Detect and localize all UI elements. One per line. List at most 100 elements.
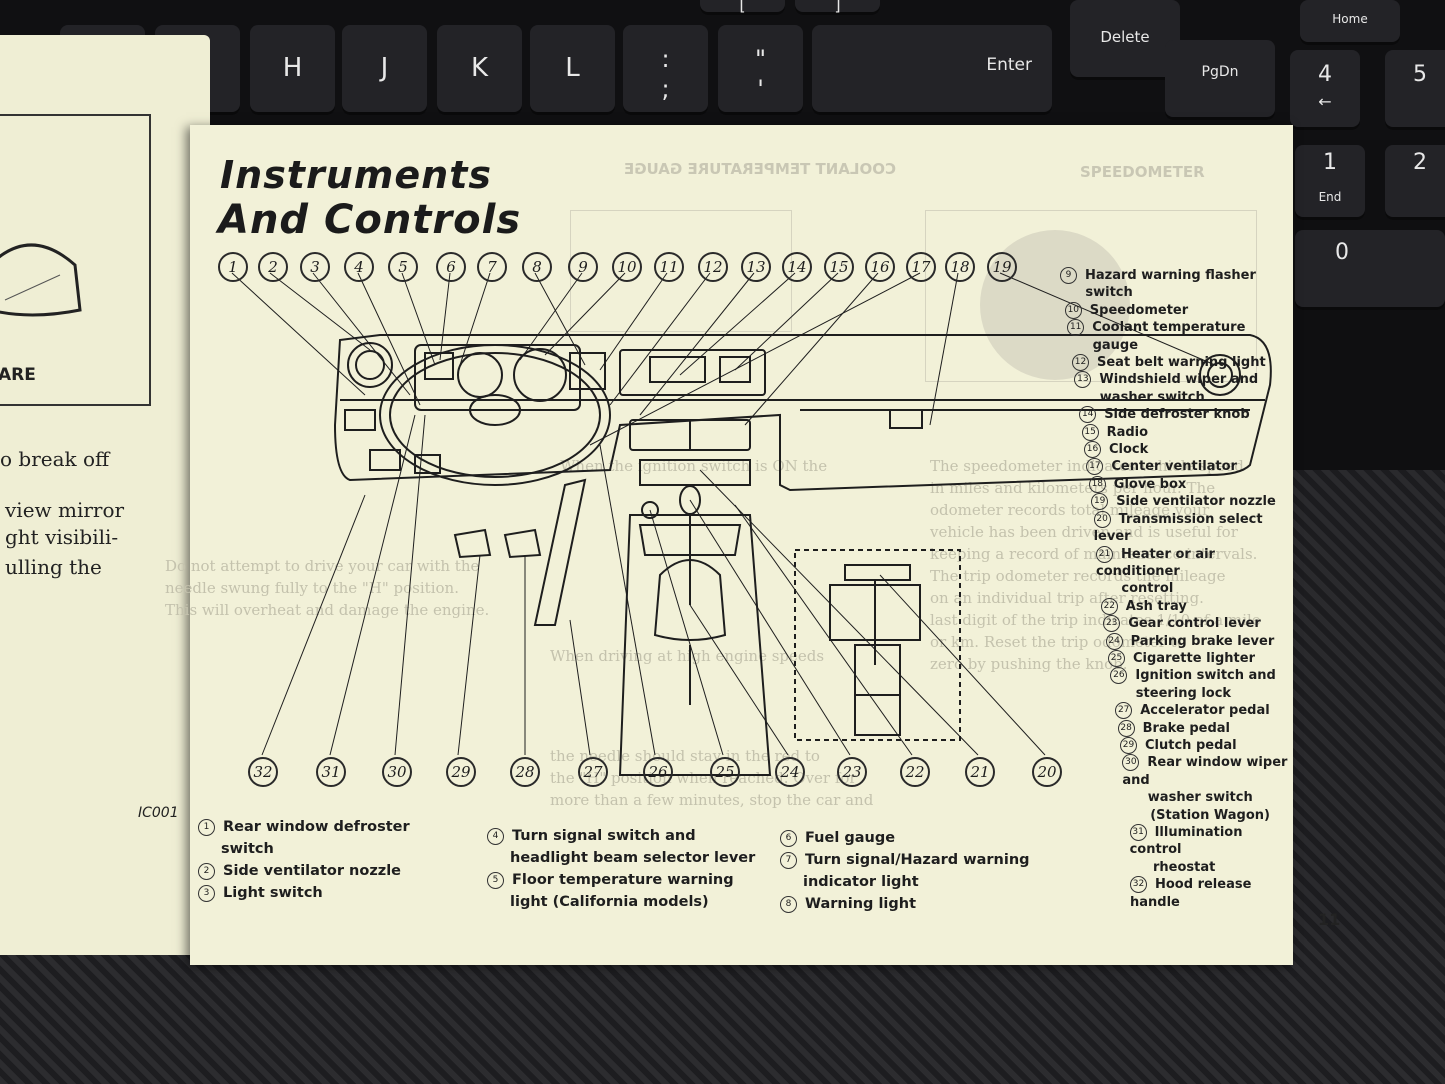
legend-item: indicator light (780, 873, 1030, 892)
legend-number (1125, 790, 1140, 805)
legend-text: (Station Wagon) (1150, 807, 1270, 823)
left-page-line-1: o break off (0, 447, 110, 471)
callout-17: 17 (906, 252, 936, 282)
legend-number (780, 875, 795, 890)
dashboard-diagram (231, 272, 1272, 776)
legend-item: 16 Clock (1084, 441, 1293, 459)
legend-number: 16 (1084, 441, 1101, 459)
legend-number: 30 (1122, 754, 1140, 772)
callout-3: 3 (300, 252, 330, 282)
bleed-text-1: When the ignition switch is ON the (560, 457, 828, 475)
bleed-text-13: needle swung fully to the "H" position. (165, 579, 459, 597)
legend-number: 14 (1079, 406, 1097, 424)
legend-number: 4 (487, 827, 504, 845)
key-5: 5 (1385, 50, 1445, 130)
legend-text: Clock (1109, 442, 1149, 458)
legend-text: headlight beam selector lever (510, 850, 756, 866)
legend-text: washer switch (1147, 790, 1253, 806)
legend-text: Accelerator pedal (1140, 703, 1270, 719)
left-page-line-3: ght visibili- (5, 525, 119, 549)
callout-32: 32 (248, 757, 278, 787)
callout-28: 28 (510, 757, 540, 787)
callout-26: 26 (643, 757, 673, 787)
bleed-text-7: The trip odometer records the mileage (930, 567, 1226, 585)
callout-7: 7 (477, 252, 507, 282)
legend-item: (Station Wagon) (1127, 807, 1293, 824)
legend-number: 29 (1120, 736, 1137, 754)
legend-item: headlight beam selector lever (487, 849, 755, 868)
legend-text: Glove box (1113, 476, 1187, 492)
legend-number: 9 (1060, 267, 1077, 284)
key-home: Home (1300, 0, 1400, 45)
legend-item: 7 Turn signal/Hazard warning (780, 851, 1030, 870)
legend-number: 13 (1074, 371, 1092, 389)
bleed-text-18: more than a few minutes, stop the car an… (550, 791, 874, 809)
callout-22: 22 (900, 757, 930, 787)
legend-text: gauge (1092, 337, 1139, 353)
key-enter: Enter (812, 25, 1052, 115)
manual-page: COOLANT TEMPERATURE GAUGE SPEEDOMETER Wh… (138, 125, 1340, 965)
legend-number (1130, 860, 1145, 875)
callout-31: 31 (316, 757, 346, 787)
legend-number (1127, 808, 1142, 823)
bleed-text-12: Do not attempt to drive your car with th… (165, 557, 480, 575)
keyboard: F G H J K L : ; " ' Enter [ ] Delete PgD… (0, 0, 1445, 140)
legend-text: Gear control lever (1128, 616, 1261, 632)
callout-2: 2 (258, 252, 288, 282)
legend-text: Windshield wiper and (1099, 372, 1259, 388)
legend-number: 12 (1072, 354, 1089, 372)
legend-text: Brake pedal (1142, 720, 1230, 736)
callout-19: 19 (987, 252, 1017, 282)
legend-number: 5 (487, 871, 504, 889)
legend-text: Turn signal/Hazard warning (805, 852, 1030, 868)
legend-text: light (California models) (510, 894, 709, 910)
legend-number: 19 (1091, 493, 1109, 511)
legend-text: Rear window defroster (223, 819, 410, 835)
legend-number: 3 (198, 884, 215, 902)
legend-item: 27 Accelerator pedal (1115, 702, 1293, 720)
legend-number: 25 (1108, 649, 1125, 667)
callout-12: 12 (698, 252, 728, 282)
callout-13: 13 (741, 252, 771, 282)
bleed-text-11: zero by pushing the knob. (930, 655, 1128, 673)
key-h: H (250, 25, 335, 115)
legend-text: Rear window wiper and (1122, 755, 1288, 788)
key-0: 0 (1295, 230, 1445, 310)
figure-code: IC001 (138, 805, 179, 821)
legend-text: Speedometer (1089, 302, 1189, 318)
legend-text: switch (1085, 285, 1133, 301)
legend-number (198, 842, 213, 857)
legend-number: 27 (1115, 702, 1133, 720)
key-semicolon: : ; (623, 25, 708, 115)
legend-text: indicator light (803, 874, 919, 890)
key-bracket-close: ] (795, 0, 880, 15)
legend-text: Cigarette lighter (1133, 650, 1255, 666)
legend-bottom-middle: 4 Turn signal switch and headlight beam se… (487, 827, 755, 915)
legend-number (487, 851, 502, 866)
legend-number: 7 (780, 851, 797, 869)
callout-21: 21 (965, 757, 995, 787)
callout-24: 24 (775, 757, 805, 787)
callout-18: 18 (945, 252, 975, 282)
legend-number: 18 (1088, 475, 1106, 493)
legend-text: Side defroster knob (1104, 407, 1250, 423)
left-page: ARE o break off view mirror ght visibili… (0, 35, 210, 955)
legend-text: Turn signal switch and (512, 828, 696, 844)
callout-11: 11 (654, 252, 684, 282)
key-pgdn: PgDn (1165, 40, 1275, 120)
legend-item: rheostat (1130, 859, 1293, 876)
bleed-text-3: in miles and kilometers per hour. The (930, 479, 1216, 497)
